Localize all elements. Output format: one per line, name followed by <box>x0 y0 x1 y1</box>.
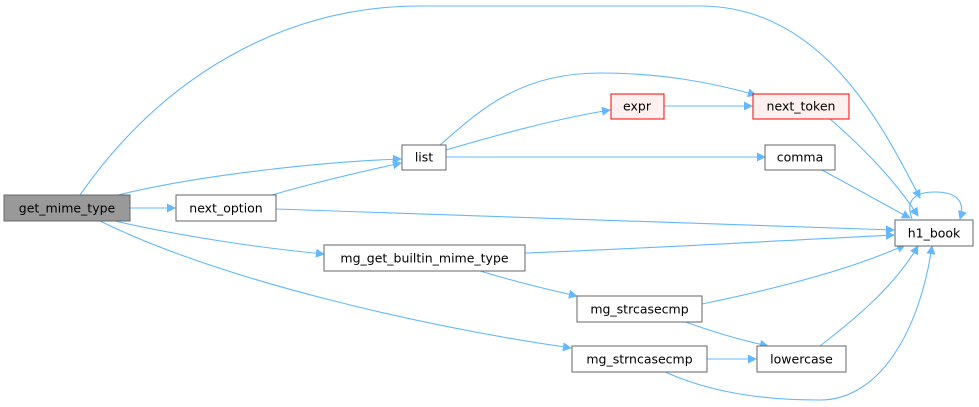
edge-get-mime-type-to-mg-get-builtin-mime-type <box>114 220 325 258</box>
edge-lowercase-to-h1-book <box>819 245 919 347</box>
node-mg-strncasecmp-label: mg_strncasecmp <box>586 352 692 367</box>
node-expr[interactable]: expr <box>610 93 665 120</box>
node-mg-strcasecmp[interactable]: mg_strcasecmp <box>576 295 703 323</box>
node-h1-book[interactable]: h1_book <box>894 219 974 247</box>
edge-list-to-expr <box>445 106 611 151</box>
edge-next-option-to-h1-book <box>275 208 895 235</box>
node-mg-strcasecmp-label: mg_strcasecmp <box>590 302 688 317</box>
edge-mg-strcasecmp-to-h1-book <box>701 244 906 305</box>
node-next-option[interactable]: next_option <box>175 194 277 222</box>
edge-mg-get-builtin-mime-type-to-h1-book <box>524 230 895 254</box>
node-list[interactable]: list <box>401 144 447 171</box>
node-get-mime-type[interactable]: get_mime_type <box>3 194 131 222</box>
edge-list-to-next-token <box>439 72 757 146</box>
node-mg-strncasecmp[interactable]: mg_strncasecmp <box>571 345 708 373</box>
edge-get-mime-type-to-list <box>117 154 402 196</box>
edge-mg-get-builtin-mime-type-to-mg-strcasecmp <box>479 270 578 299</box>
node-h1-book-label: h1_book <box>908 226 961 241</box>
node-next-token-label: next_token <box>767 99 836 114</box>
edge-h1-book-self-loop <box>909 191 967 220</box>
node-mg-get-builtin-mime-type-label: mg_get_builtin_mime_type <box>340 251 508 266</box>
node-lowercase[interactable]: lowercase <box>756 345 847 373</box>
node-mg-get-builtin-mime-type[interactable]: mg_get_builtin_mime_type <box>323 244 526 272</box>
node-list-label: list <box>415 150 433 165</box>
edge-mg-strncasecmp-to-h1-book <box>664 245 936 401</box>
node-get-mime-type-label: get_mime_type <box>19 201 116 216</box>
edge-comma-to-h1-book <box>821 169 911 219</box>
edge-get-mime-type-to-h1-book <box>79 5 921 199</box>
edge-get-mime-type-to-mg-strncasecmp <box>99 220 572 352</box>
edge-mg-strcasecmp-to-lowercase <box>679 319 769 349</box>
node-next-option-label: next_option <box>189 201 262 216</box>
node-next-token[interactable]: next_token <box>752 93 850 120</box>
node-lowercase-label: lowercase <box>770 352 833 367</box>
node-comma-label: comma <box>777 150 824 165</box>
edge-next-token-to-h1-book <box>829 118 919 217</box>
edge-next-option-to-list <box>271 160 402 196</box>
node-comma[interactable]: comma <box>764 144 836 171</box>
node-expr-label: expr <box>623 99 652 114</box>
